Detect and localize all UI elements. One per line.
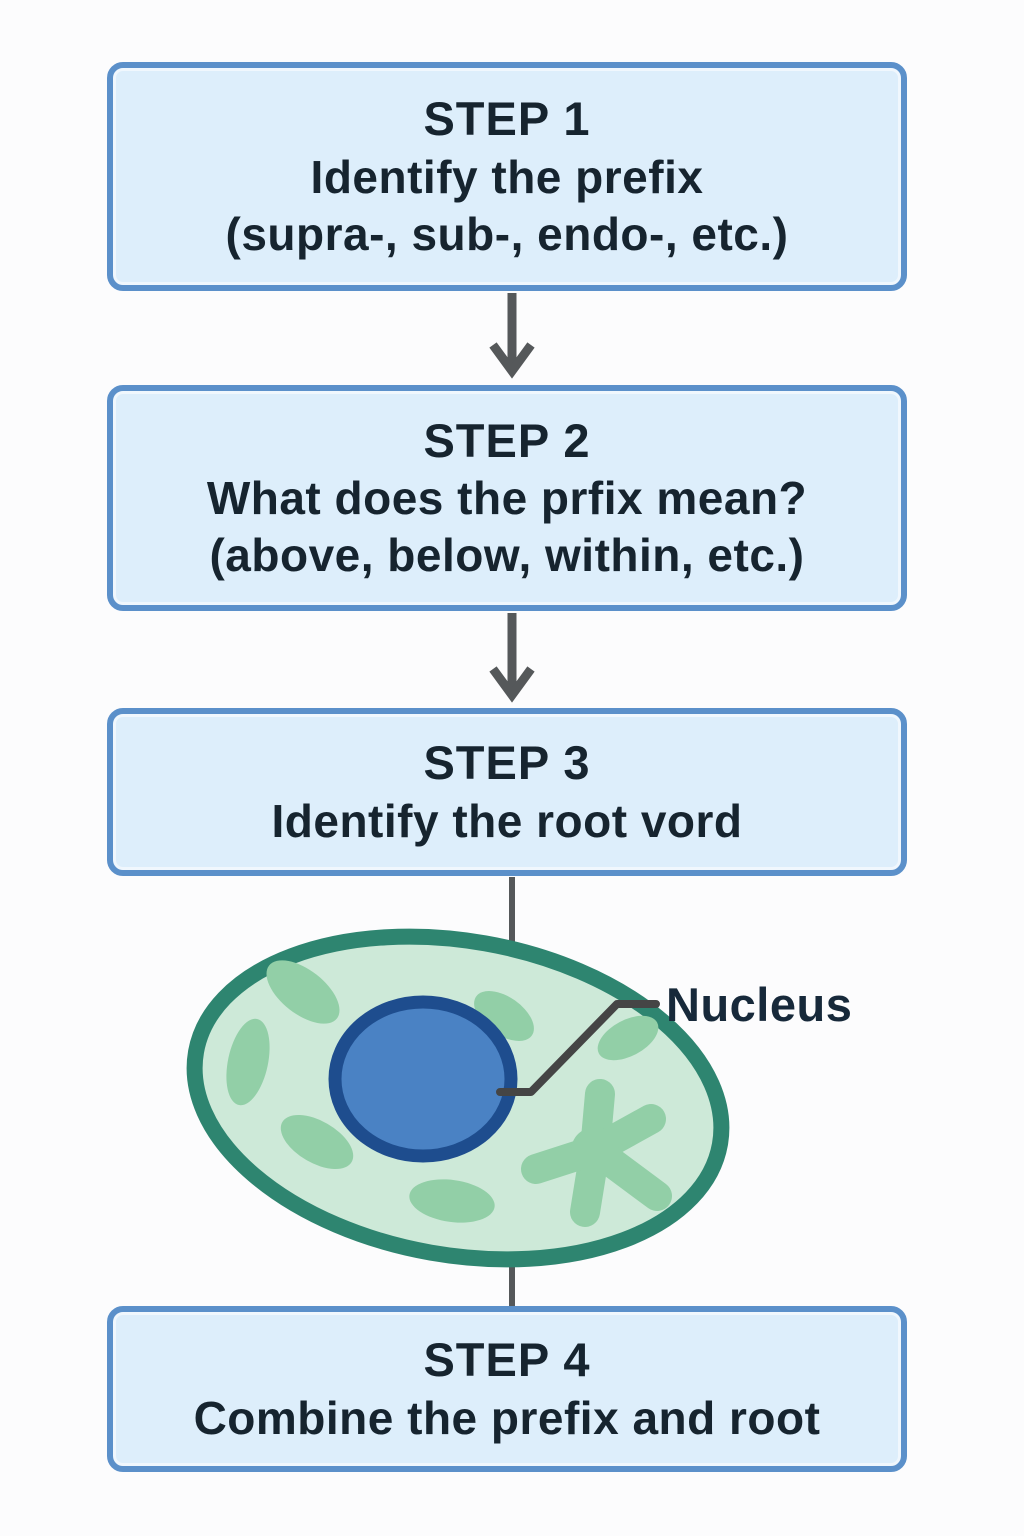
arrow-down-icon <box>489 293 535 379</box>
step-2-line1: What does the prfix mean? <box>206 472 808 525</box>
step-4-line1: Combine the prefix and root <box>193 1391 821 1444</box>
step-1-line2: (supra-, sub-, endo-, etc.) <box>225 207 789 260</box>
step-3-title: STEP 3 <box>423 736 591 790</box>
step-4-title: STEP 4 <box>423 1333 591 1387</box>
step-3-line1: Identify the root vord <box>271 794 743 847</box>
step-1-box: STEP 1 Identify the prefix (supra-, sub-… <box>107 62 907 291</box>
step-2-line2: (above, below, within, etc.) <box>209 529 805 582</box>
organelle <box>597 1015 659 1061</box>
organelle <box>266 960 340 1024</box>
step-3-box: STEP 3 Identify the root vord <box>107 708 907 876</box>
organelle-splat <box>521 1079 672 1227</box>
nucleus-connector-line <box>496 1000 660 1096</box>
step-1-line1: Identify the prefix <box>310 150 704 203</box>
step-1-title: STEP 1 <box>423 92 591 146</box>
nucleus <box>328 995 518 1163</box>
arrow-down-icon <box>489 613 535 703</box>
nucleus-label: Nucleus <box>666 978 853 1031</box>
organelles <box>226 960 659 1223</box>
organelle <box>226 1018 270 1106</box>
organelle <box>280 1114 354 1170</box>
organelle <box>409 1179 495 1223</box>
step-4-box: STEP 4 Combine the prefix and root <box>107 1306 907 1472</box>
step-2-title: STEP 2 <box>423 413 591 467</box>
step-2-box: STEP 2 What does the prfix mean? (above,… <box>107 385 907 611</box>
organelle <box>474 991 534 1041</box>
cell-illustration <box>186 928 730 1268</box>
